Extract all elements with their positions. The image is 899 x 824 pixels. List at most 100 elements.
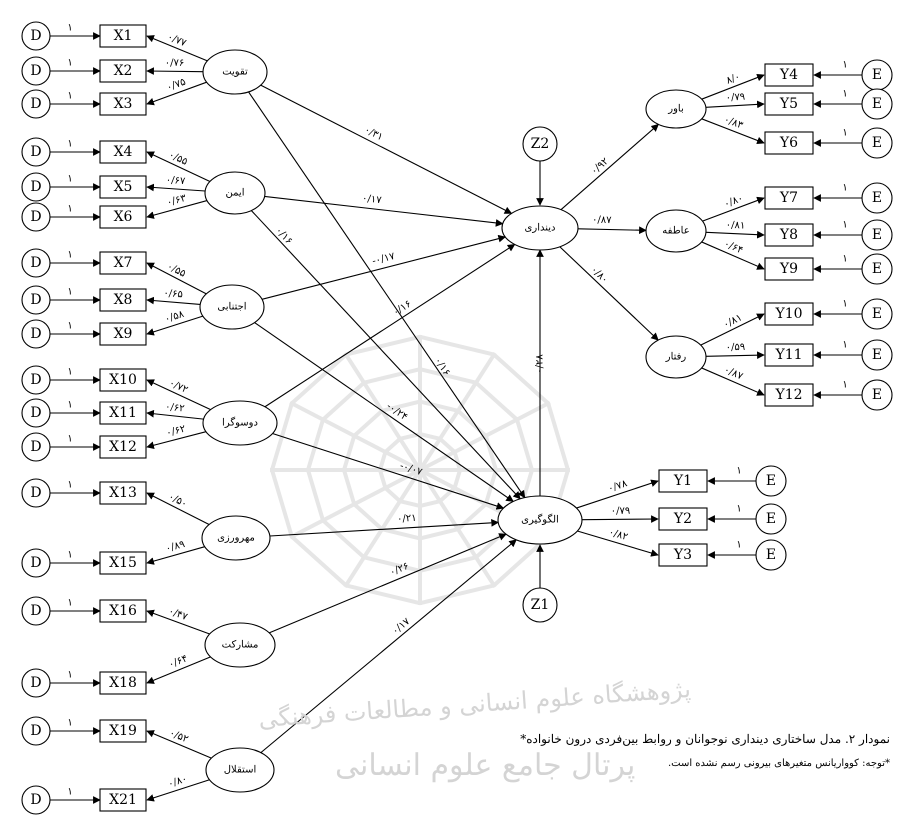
figure-note: *توجه: کوواریانس متغیرهای بیرونی رسم نشد… bbox=[667, 758, 890, 769]
error-circle-x9 bbox=[21, 319, 51, 349]
error-label-x13: D bbox=[30, 485, 41, 501]
path-dindari-to-atefe bbox=[577, 226, 647, 235]
path-dindari-to-raftar bbox=[559, 246, 659, 341]
path-value-dindari-raftar: ۰/۸۰ bbox=[588, 264, 610, 285]
indicator-label-y3: Y3 bbox=[673, 547, 692, 563]
error-label-x4: D bbox=[30, 144, 41, 160]
error-weight-x11: ۱ bbox=[67, 400, 72, 411]
latent-label-taghviat: تقویت bbox=[222, 67, 248, 78]
error-circle-x18 bbox=[21, 668, 51, 698]
indicator-label-x4: X4 bbox=[114, 144, 133, 160]
loading-value-y12: ۰/۸۷ bbox=[722, 365, 745, 383]
loading-value-x2: ۰/۷۶ bbox=[165, 58, 185, 69]
watermark-spoke bbox=[343, 468, 422, 588]
indicator-label-x15: X15 bbox=[109, 555, 137, 571]
loading-atefe-y8 bbox=[705, 230, 765, 239]
latent-label-mosharekat: مشارکت bbox=[222, 640, 259, 651]
error-label-y1: E bbox=[766, 473, 776, 489]
indicator-label-y2: Y2 bbox=[673, 511, 692, 527]
loading-atefe-y7 bbox=[702, 196, 765, 222]
loading-value-y3: ۰/۸۲ bbox=[607, 527, 629, 543]
error-circle-x19 bbox=[21, 716, 51, 746]
loading-value-x13: ۰/۵۰ bbox=[166, 491, 188, 510]
error-label-x6: D bbox=[30, 209, 41, 225]
error-circle-y3 bbox=[755, 539, 787, 571]
latent-label-mehrvarzi: مهرورزی bbox=[217, 533, 255, 544]
error-circle-x6 bbox=[21, 202, 51, 232]
path-esteghlal-to-olgugiri bbox=[260, 539, 517, 754]
indicator-box-y3 bbox=[658, 543, 708, 567]
latent-label-ejtenabi: اجتنابی bbox=[217, 302, 246, 313]
error-circle-x15 bbox=[21, 548, 51, 578]
error-weight-x6: ۱ bbox=[67, 204, 72, 215]
indicator-box-x7 bbox=[99, 251, 147, 275]
path-value-imen-dindari: ۰/۱۷ bbox=[361, 193, 382, 206]
loading-raftar-y11 bbox=[705, 351, 765, 360]
path-imen-to-olgugiri bbox=[250, 210, 521, 500]
indicator-label-x6: X6 bbox=[114, 209, 133, 225]
error-circle-x4 bbox=[21, 137, 51, 167]
indicator-box-y12 bbox=[764, 383, 814, 407]
error-label-x9: D bbox=[30, 326, 41, 342]
loading-taghviat-x2 bbox=[146, 67, 204, 75]
path-mehrvarzi-to-olgugiri bbox=[269, 519, 499, 537]
error-label-y4: E bbox=[872, 67, 882, 83]
loading-raftar-y12 bbox=[701, 367, 765, 396]
error-label-x7: D bbox=[30, 255, 41, 271]
loading-esteghlal-x21 bbox=[146, 779, 210, 802]
error-circle-y9 bbox=[861, 253, 893, 285]
indicator-label-x13: X13 bbox=[109, 485, 137, 501]
loading-bavar-y6 bbox=[701, 118, 765, 145]
indicator-label-y4: Y4 bbox=[779, 67, 798, 83]
loading-value-x4: ۰/۵۵ bbox=[167, 150, 189, 168]
indicator-box-x13 bbox=[99, 481, 147, 505]
error-weight-y12: ۱ bbox=[842, 380, 847, 391]
error-weight-x8: ۱ bbox=[67, 287, 72, 298]
path-value-dindari-atefe: ۰/۸۷ bbox=[592, 215, 612, 226]
indicator-label-x2: X2 bbox=[114, 63, 133, 79]
error-label-x16: D bbox=[30, 603, 41, 619]
loading-value-x18: ۰/۶۴ bbox=[167, 653, 189, 671]
error-weight-x19: ۱ bbox=[67, 718, 72, 729]
latent-mosharekat bbox=[204, 622, 276, 668]
indicator-label-y9: Y9 bbox=[779, 261, 798, 277]
path-value-esteghlal-olgugiri: ۰/۱۷ bbox=[390, 616, 412, 637]
error-weight-y7: ۱ bbox=[842, 183, 847, 194]
latent-label-dindari: دینداری bbox=[525, 223, 556, 234]
loading-value-y5: ۰/۷۹ bbox=[725, 92, 745, 104]
error-circle-x1 bbox=[21, 21, 51, 51]
loading-value-x12: ۰/۶۲ bbox=[165, 424, 187, 439]
indicator-box-y9 bbox=[764, 257, 814, 281]
error-circle-x2 bbox=[21, 56, 51, 86]
latent-bavar bbox=[645, 89, 707, 129]
indicator-box-y7 bbox=[764, 186, 814, 210]
error-label-x1: D bbox=[30, 28, 41, 44]
error-label-x12: D bbox=[30, 439, 41, 455]
path-imen-to-dindari bbox=[264, 195, 504, 227]
indicator-label-x7: X7 bbox=[114, 255, 133, 271]
latent-dindari bbox=[501, 205, 579, 251]
error-weight-x9: ۱ bbox=[67, 321, 72, 332]
loading-bavar-y5 bbox=[705, 100, 765, 109]
latent-ejtenabi bbox=[199, 284, 265, 330]
path-value-olgugiri-dindari: ۰/۲۸ bbox=[535, 354, 546, 374]
error-weight-x4: ۱ bbox=[67, 139, 72, 150]
watermark-ring bbox=[341, 399, 499, 541]
loading-raftar-y10 bbox=[700, 313, 765, 346]
latent-label-esteghlal: استقلال bbox=[224, 765, 256, 776]
error-label-y6: E bbox=[872, 135, 882, 151]
path-ejtenabi-to-olgugiri bbox=[254, 322, 514, 502]
loading-value-x8: ۰/۶۵ bbox=[163, 288, 183, 301]
loading-imen-x5 bbox=[146, 183, 206, 192]
indicator-label-x9: X9 bbox=[114, 326, 133, 342]
loading-mehrvarzi-x15 bbox=[146, 546, 205, 565]
latent-label-atefe: عاطفه bbox=[662, 226, 689, 237]
error-label-x21: D bbox=[30, 792, 41, 808]
path-dosogara-to-olgugiri bbox=[272, 432, 505, 510]
loading-olgugiri-y1 bbox=[576, 479, 659, 509]
error-label-y5: E bbox=[872, 96, 882, 112]
error-weight-x13: ۱ bbox=[67, 480, 72, 491]
indicator-label-y8: Y8 bbox=[779, 227, 798, 243]
error-weight-x3: ۱ bbox=[67, 91, 72, 102]
error-weight-y4: ۱ bbox=[842, 60, 847, 71]
